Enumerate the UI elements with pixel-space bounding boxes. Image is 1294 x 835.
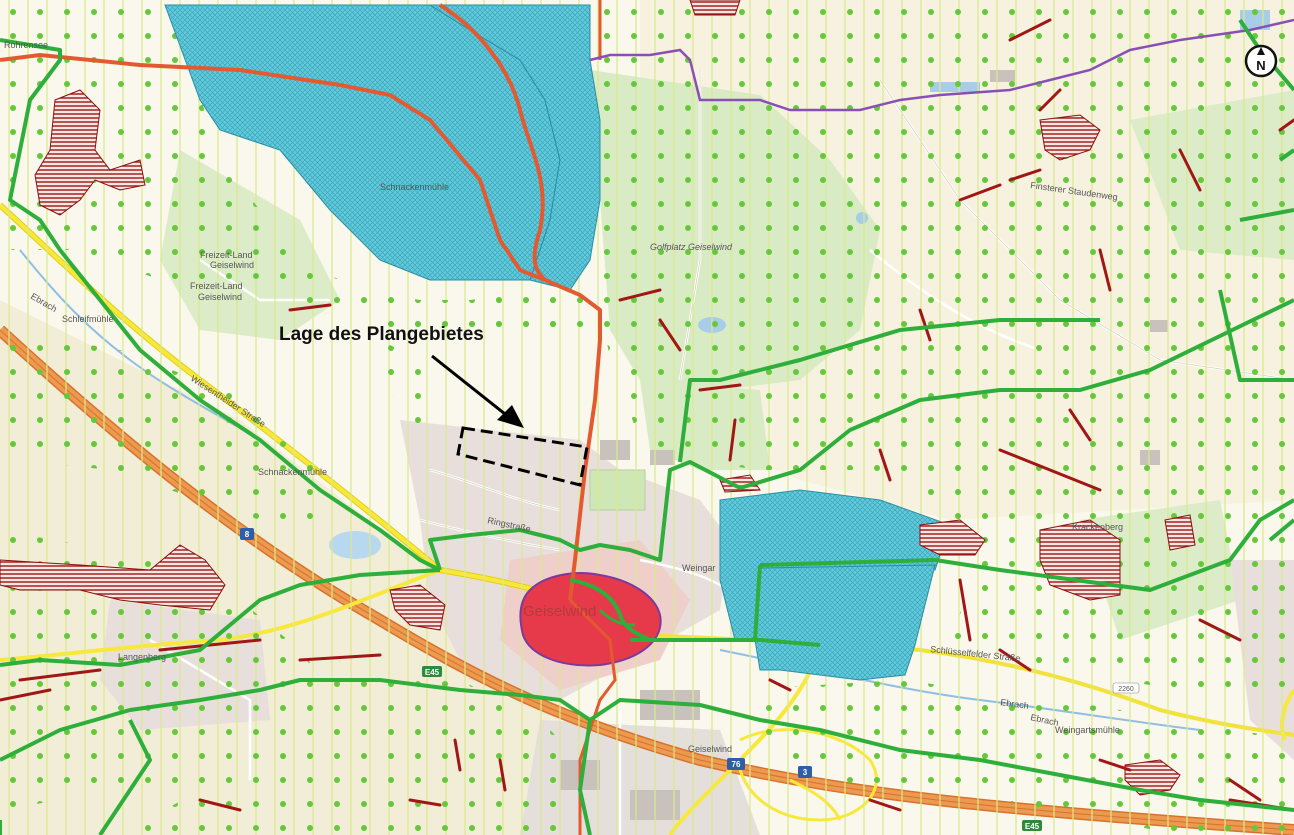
label-schnackenmuehle: Schnackenmühle	[258, 467, 327, 477]
hedge-lines	[0, 18, 1294, 812]
hatch-area-langenberg	[0, 544, 226, 611]
callout-arrow-line	[431, 354, 511, 420]
hatch-area-nw	[34, 89, 146, 216]
label-rohrensee: Rohrensee	[4, 40, 48, 50]
north-arrow-circle	[1244, 44, 1278, 78]
shield-e45-east-text: E45	[1025, 822, 1040, 831]
dot-area-plan-north	[360, 300, 600, 340]
hatch-area-se	[1124, 759, 1181, 796]
label-langenberg: Langenberg	[118, 652, 166, 662]
north-arrow[interactable]: N	[1244, 44, 1278, 78]
hatch-area-small-w	[389, 584, 446, 631]
cyan-area-east-lower	[754, 564, 936, 681]
shield-st2260-text: 2260	[1118, 686, 1134, 693]
green-corridor-center	[569, 578, 651, 642]
dot-area-e	[950, 560, 1294, 700]
label-schnackenmuehle-forest: Schnackenmühle	[380, 182, 449, 192]
label-krackenberg: Krackenberg	[1072, 522, 1123, 532]
label-geiselwind-town: Geiselwind	[523, 603, 596, 620]
shield-e45-west: E45	[422, 666, 442, 677]
shield-a3-text: 3	[803, 768, 808, 777]
road-shields: E45 E45 8 3 76 2260	[240, 528, 1140, 831]
dot-area-small	[380, 340, 440, 440]
north-arrow-pointer	[1257, 47, 1265, 55]
dot-area-ne	[590, 0, 1294, 580]
boundary-orange-south	[568, 598, 617, 835]
cyan-area-north-east	[428, 4, 601, 291]
label-weingartsmuehle: Weingartsmühle	[1055, 725, 1120, 735]
boundary-orange-west	[0, 52, 602, 601]
boundary-orange-north	[438, 3, 547, 282]
green-corridors	[0, 18, 1294, 835]
label-golfplatz: Golfplatz Geiselwind	[650, 242, 733, 252]
dot-area-w	[0, 330, 330, 530]
label-freizeit-land-1b: Geiselwind	[210, 260, 254, 270]
label-freizeit-land-2b: Geiselwind	[198, 292, 242, 302]
dot-area-s	[120, 660, 580, 835]
label-schleifmuehle: Schleifmühle	[62, 314, 114, 324]
label-ebrach-3: Ebrach	[1000, 697, 1030, 711]
shield-a3: 3	[798, 766, 812, 778]
hatch-area-cyan-edge	[919, 519, 986, 556]
shield-exit-76-text: 76	[732, 760, 741, 769]
label-freizeit-land-2: Freizeit-Land	[190, 281, 243, 291]
shield-st2260: 2260	[1112, 682, 1140, 694]
callout-label: Lage des Plangebietes	[279, 324, 484, 345]
label-freizeit-land-1: Freizeit-Land	[200, 250, 253, 260]
hatch-area-ne	[1039, 114, 1101, 161]
hatch-area-golf-south	[719, 474, 761, 493]
shield-b8-text: 8	[245, 530, 250, 539]
boundary-purple	[589, 18, 1294, 112]
plan-area-outline[interactable]	[456, 426, 589, 487]
plan-area-callout: Lage des Plangebietes	[279, 324, 589, 487]
label-geiselwind-south: Geiselwind	[688, 744, 732, 754]
callout-arrow-head	[497, 405, 524, 428]
green-corridor-loop	[598, 608, 636, 627]
shield-b8: 8	[240, 528, 254, 540]
dot-area-sw	[0, 530, 340, 810]
hatch-area-e	[1164, 514, 1196, 551]
shield-e45-west-text: E45	[425, 668, 440, 677]
shield-e45-east: E45	[1022, 820, 1042, 831]
shield-exit-76: 76	[727, 758, 745, 770]
north-arrow-label: N	[1256, 58, 1265, 73]
red-hatched-areas	[0, 0, 1196, 796]
dot-area-se	[740, 680, 1294, 835]
label-weingarten: Weingar	[682, 563, 715, 573]
dot-area-nw	[0, 0, 605, 330]
hatch-area-top	[689, 0, 741, 16]
